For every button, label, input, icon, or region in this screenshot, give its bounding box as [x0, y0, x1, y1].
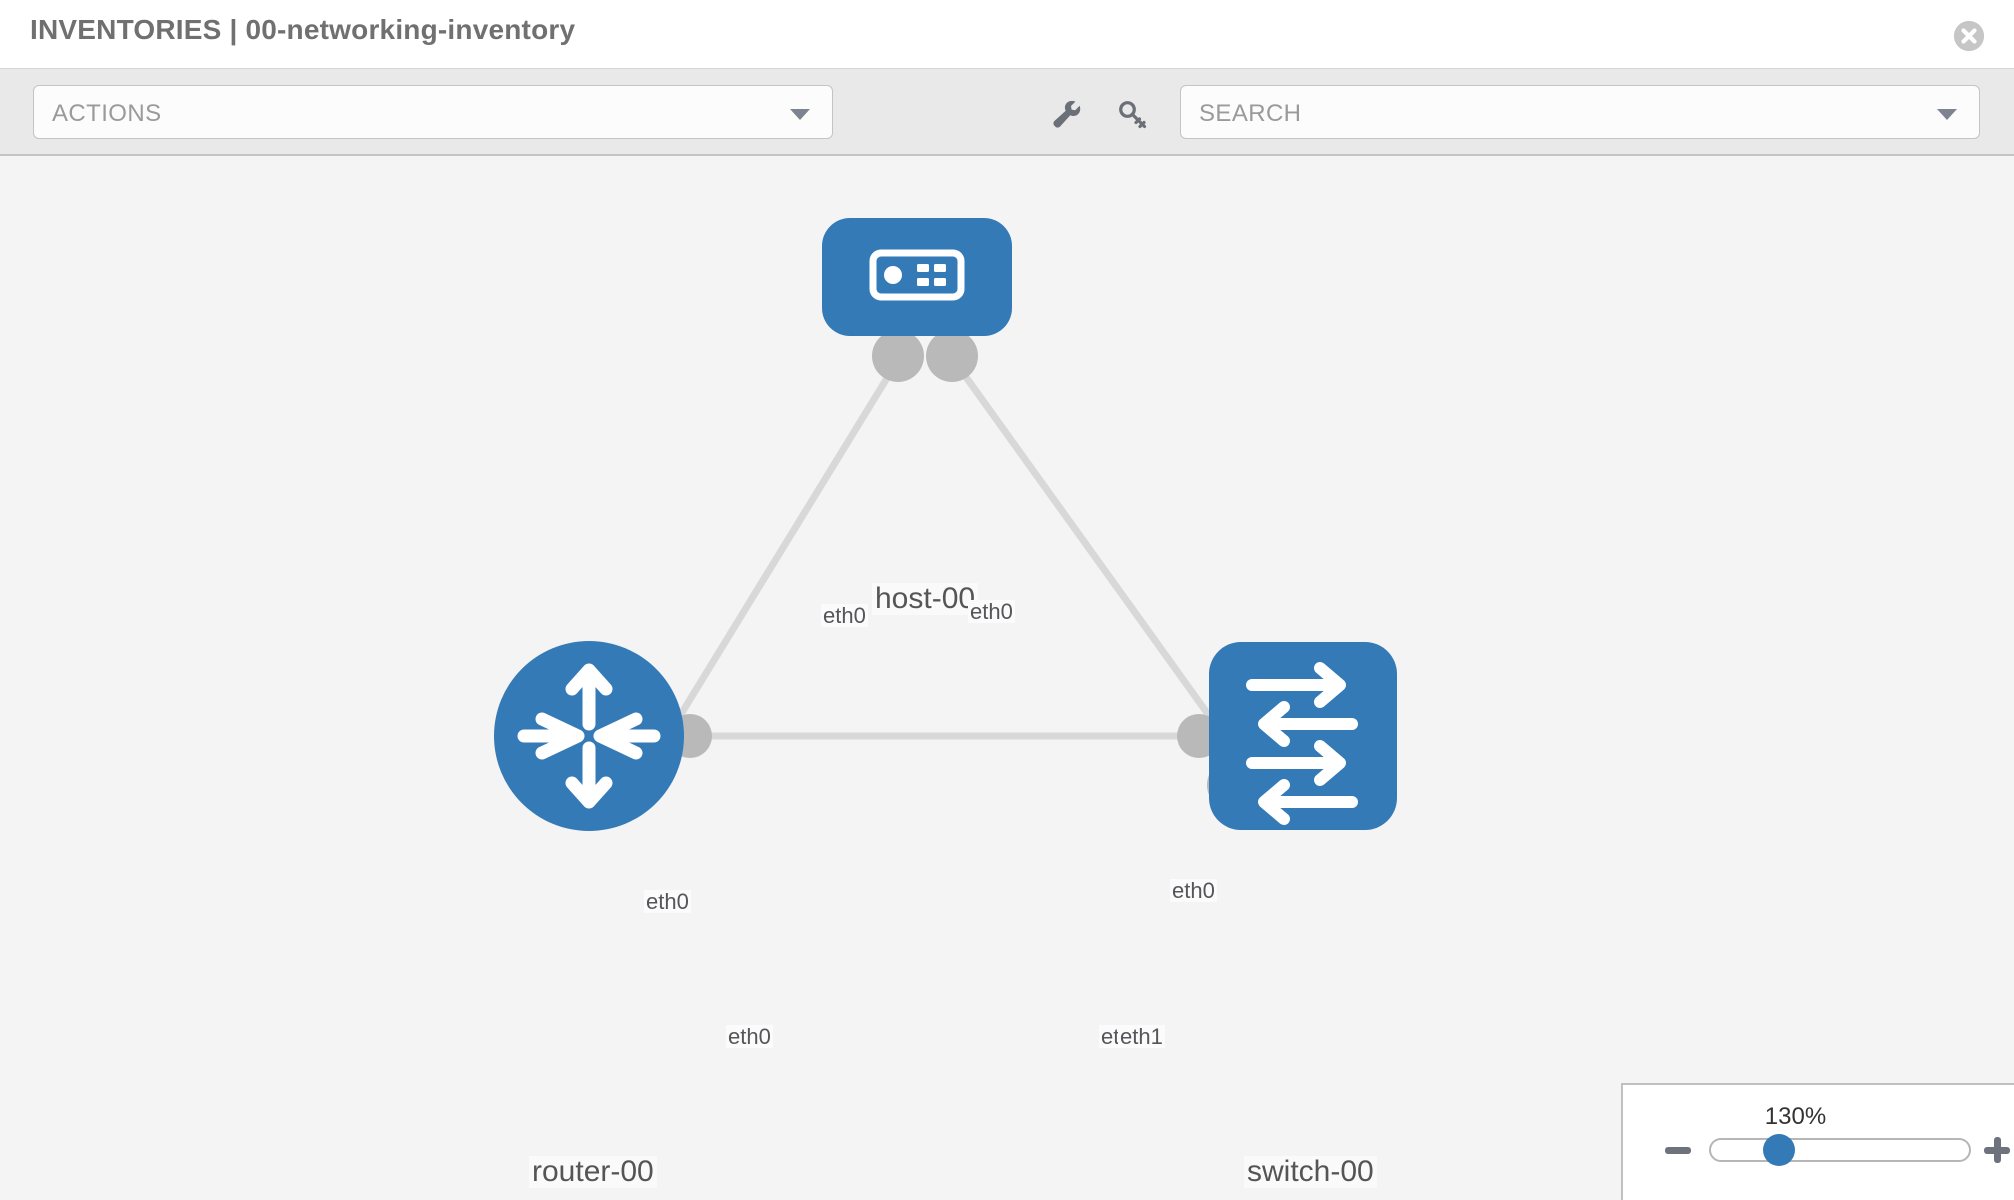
topology-canvas[interactable]: host-00 router-00 switch-00 eth0 eth0 et…: [0, 156, 2014, 1200]
port-host-right: [926, 330, 978, 382]
chevron-down-icon[interactable]: [1937, 109, 1957, 120]
toolbar: ACTIONS SEARCH: [0, 68, 2014, 156]
router-arrows-icon: [517, 663, 661, 809]
zoom-control-panel: 130%: [1621, 1083, 2014, 1200]
server-icon: [869, 249, 965, 301]
port-label-router-right: eth0: [726, 1024, 773, 1049]
port-host-left: [872, 330, 924, 382]
page-title: INVENTORIES | 00-networking-inventory: [30, 14, 576, 45]
plus-icon[interactable]: [1984, 1137, 2010, 1163]
port-label-host-left: eth0: [821, 603, 868, 628]
switch-arrows-icon: [1246, 662, 1358, 825]
search-placeholder: SEARCH: [1199, 100, 1302, 127]
topology-graph: [494, 218, 1397, 831]
port-label-switch-left: eth1: [1118, 1024, 1165, 1049]
zoom-slider-thumb[interactable]: [1763, 1134, 1795, 1166]
key-icon[interactable]: [1115, 97, 1151, 133]
port-label-router-up: eth0: [644, 889, 691, 914]
search-input[interactable]: SEARCH: [1180, 85, 1980, 139]
node-label-switch-00: switch-00: [1244, 1156, 1377, 1188]
zoom-slider[interactable]: [1709, 1138, 1971, 1162]
chevron-down-icon: [790, 109, 810, 120]
actions-dropdown-label: ACTIONS: [52, 100, 162, 127]
node-label-router-00: router-00: [529, 1156, 657, 1188]
topology-edges: [637, 349, 1241, 783]
node-host-00: [822, 218, 1012, 336]
node-router-00: [494, 641, 684, 831]
node-label-host-00: host-00: [872, 583, 979, 615]
wrench-icon[interactable]: [1048, 97, 1084, 133]
actions-dropdown[interactable]: ACTIONS: [33, 85, 833, 139]
port-label-host-right: eth0: [968, 599, 1015, 624]
node-switch-00: [1209, 642, 1397, 830]
minus-icon[interactable]: [1665, 1147, 1691, 1154]
port-label-switch-up: eth0: [1170, 878, 1217, 903]
zoom-level-value: 130%: [1764, 1103, 1827, 1130]
edge-host-router: [637, 350, 906, 783]
close-icon[interactable]: [1954, 21, 1984, 51]
edge-host-switch: [945, 349, 1241, 759]
page-header: INVENTORIES | 00-networking-inventory: [0, 0, 2014, 68]
